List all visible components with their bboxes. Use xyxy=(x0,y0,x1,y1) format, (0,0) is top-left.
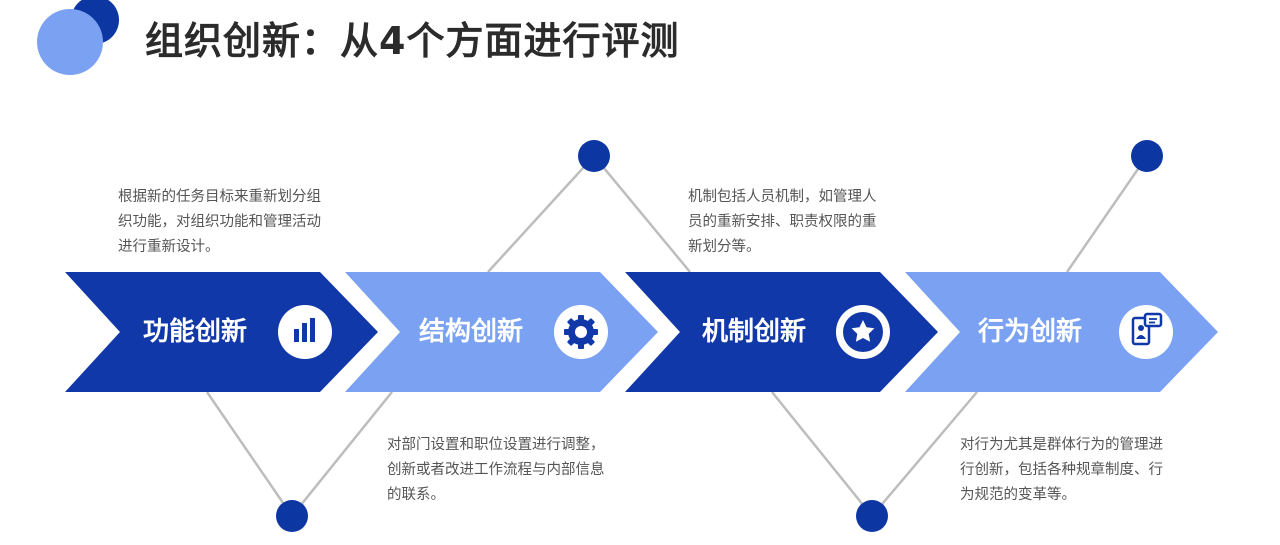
connector-line-2 xyxy=(487,154,691,273)
connector-dot-2 xyxy=(578,140,610,172)
connector-line-4 xyxy=(1065,155,1149,273)
step-2-label: 结构创新 xyxy=(419,317,524,347)
gear-icon xyxy=(554,305,608,359)
bar-chart-icon xyxy=(278,305,332,359)
step-3-description: 机制包括人员机制，如管理人员的重新安排、职责权限的重新划分等。 xyxy=(688,189,877,255)
connector-dot-3 xyxy=(856,500,888,532)
step-4-description: 对行为尤其是群体行为的管理进行创新，包括各种规章制度、行为规范的变革等。 xyxy=(960,437,1163,503)
chevron-step-4 xyxy=(905,272,1218,392)
step-2-description: 对部门设置和职位设置进行调整，创新或者改进工作流程与内部信息的联系。 xyxy=(387,437,605,503)
step-4-label: 行为创新 xyxy=(978,317,1083,347)
step-3-label: 机制创新 xyxy=(702,317,807,347)
chevron-step-1 xyxy=(65,272,378,392)
connector-dot-1 xyxy=(276,500,308,532)
connector-line-3 xyxy=(771,391,978,518)
title-circle-light xyxy=(37,9,103,75)
step-1-label: 功能创新 xyxy=(143,317,248,347)
chevron-step-3 xyxy=(625,272,938,392)
connector-line-1 xyxy=(205,391,393,519)
page-title: 组织创新：从4个方面进行评测 xyxy=(145,19,680,63)
connector-dot-4 xyxy=(1131,140,1163,172)
step-1-description: 根据新的任务目标来重新划分组织功能，对组织功能和管理活动进行重新设计。 xyxy=(118,189,321,255)
id-card-icon xyxy=(1119,305,1173,359)
chevron-step-2 xyxy=(345,272,658,392)
star-icon xyxy=(836,305,890,359)
